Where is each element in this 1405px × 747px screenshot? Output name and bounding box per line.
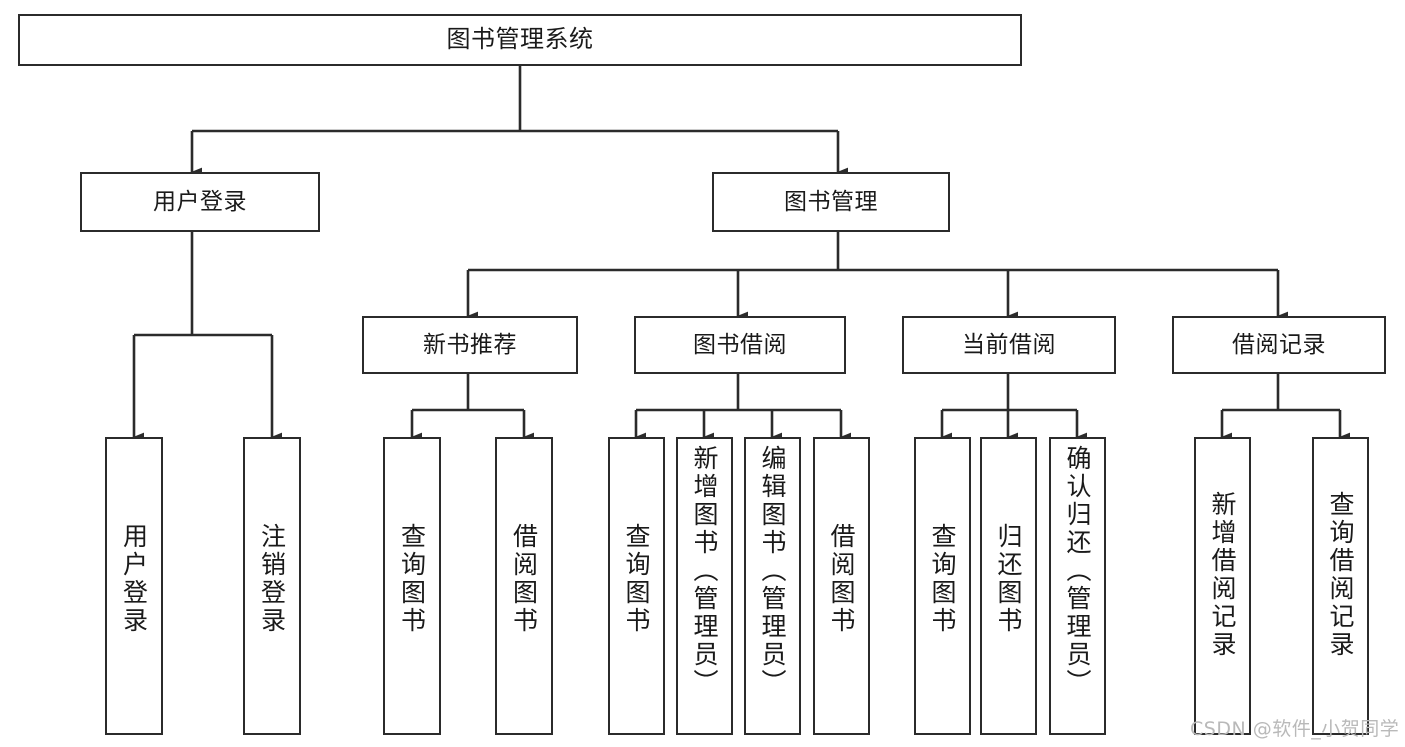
node-borrow-record[interactable]: 借阅记录 — [1172, 316, 1386, 374]
node-label: 查询借阅记录 — [1326, 491, 1355, 659]
node-current-borrow[interactable]: 当前借阅 — [902, 316, 1116, 374]
node-book-management[interactable]: 图书管理 — [712, 172, 950, 232]
node-label: 当前借阅 — [962, 331, 1056, 358]
leaf-user-login-login[interactable]: 用户登录 — [105, 437, 163, 735]
node-label: 新增图书（管理员） — [690, 445, 719, 697]
leaf-current-query-book[interactable]: 查询图书 — [914, 437, 971, 735]
node-label: 新增借阅记录 — [1208, 491, 1237, 659]
node-label: 注销登录 — [257, 523, 287, 635]
node-label: 图书借阅 — [693, 331, 787, 358]
node-label: 查询图书 — [397, 523, 427, 635]
csdn-watermark: CSDN @软件_小贺同学 — [1190, 718, 1400, 740]
leaf-record-query-record[interactable]: 查询借阅记录 — [1312, 437, 1369, 735]
node-label: 编辑图书（管理员） — [758, 445, 787, 697]
node-label: 确认归还（管理员） — [1063, 445, 1092, 697]
leaf-user-login-logout[interactable]: 注销登录 — [243, 437, 301, 735]
node-book-borrow[interactable]: 图书借阅 — [634, 316, 846, 374]
node-label: 用户登录 — [119, 523, 149, 635]
node-label: 归还图书 — [994, 523, 1023, 635]
leaf-new-book-query[interactable]: 查询图书 — [383, 437, 441, 735]
leaf-current-return-book[interactable]: 归还图书 — [980, 437, 1037, 735]
node-new-book-recommend[interactable]: 新书推荐 — [362, 316, 578, 374]
node-label: 借阅图书 — [827, 523, 856, 635]
node-label: 借阅记录 — [1232, 331, 1326, 358]
node-label: 图书管理系统 — [446, 25, 594, 54]
leaf-record-add-record[interactable]: 新增借阅记录 — [1194, 437, 1251, 735]
node-label: 查询图书 — [928, 523, 957, 635]
leaf-borrow-edit-book-admin[interactable]: 编辑图书（管理员） — [744, 437, 801, 735]
leaf-borrow-query-book[interactable]: 查询图书 — [608, 437, 665, 735]
node-label: 借阅图书 — [509, 523, 539, 635]
node-label: 图书管理 — [784, 188, 878, 215]
node-label: 查询图书 — [622, 523, 651, 635]
node-user-login[interactable]: 用户登录 — [80, 172, 320, 232]
leaf-current-confirm-return-admin[interactable]: 确认归还（管理员） — [1049, 437, 1106, 735]
node-root-system[interactable]: 图书管理系统 — [18, 14, 1022, 66]
node-label: 新书推荐 — [423, 331, 517, 358]
leaf-borrow-add-book-admin[interactable]: 新增图书（管理员） — [676, 437, 733, 735]
node-label: 用户登录 — [153, 188, 247, 215]
leaf-borrow-borrow-book[interactable]: 借阅图书 — [813, 437, 870, 735]
leaf-new-book-borrow[interactable]: 借阅图书 — [495, 437, 553, 735]
